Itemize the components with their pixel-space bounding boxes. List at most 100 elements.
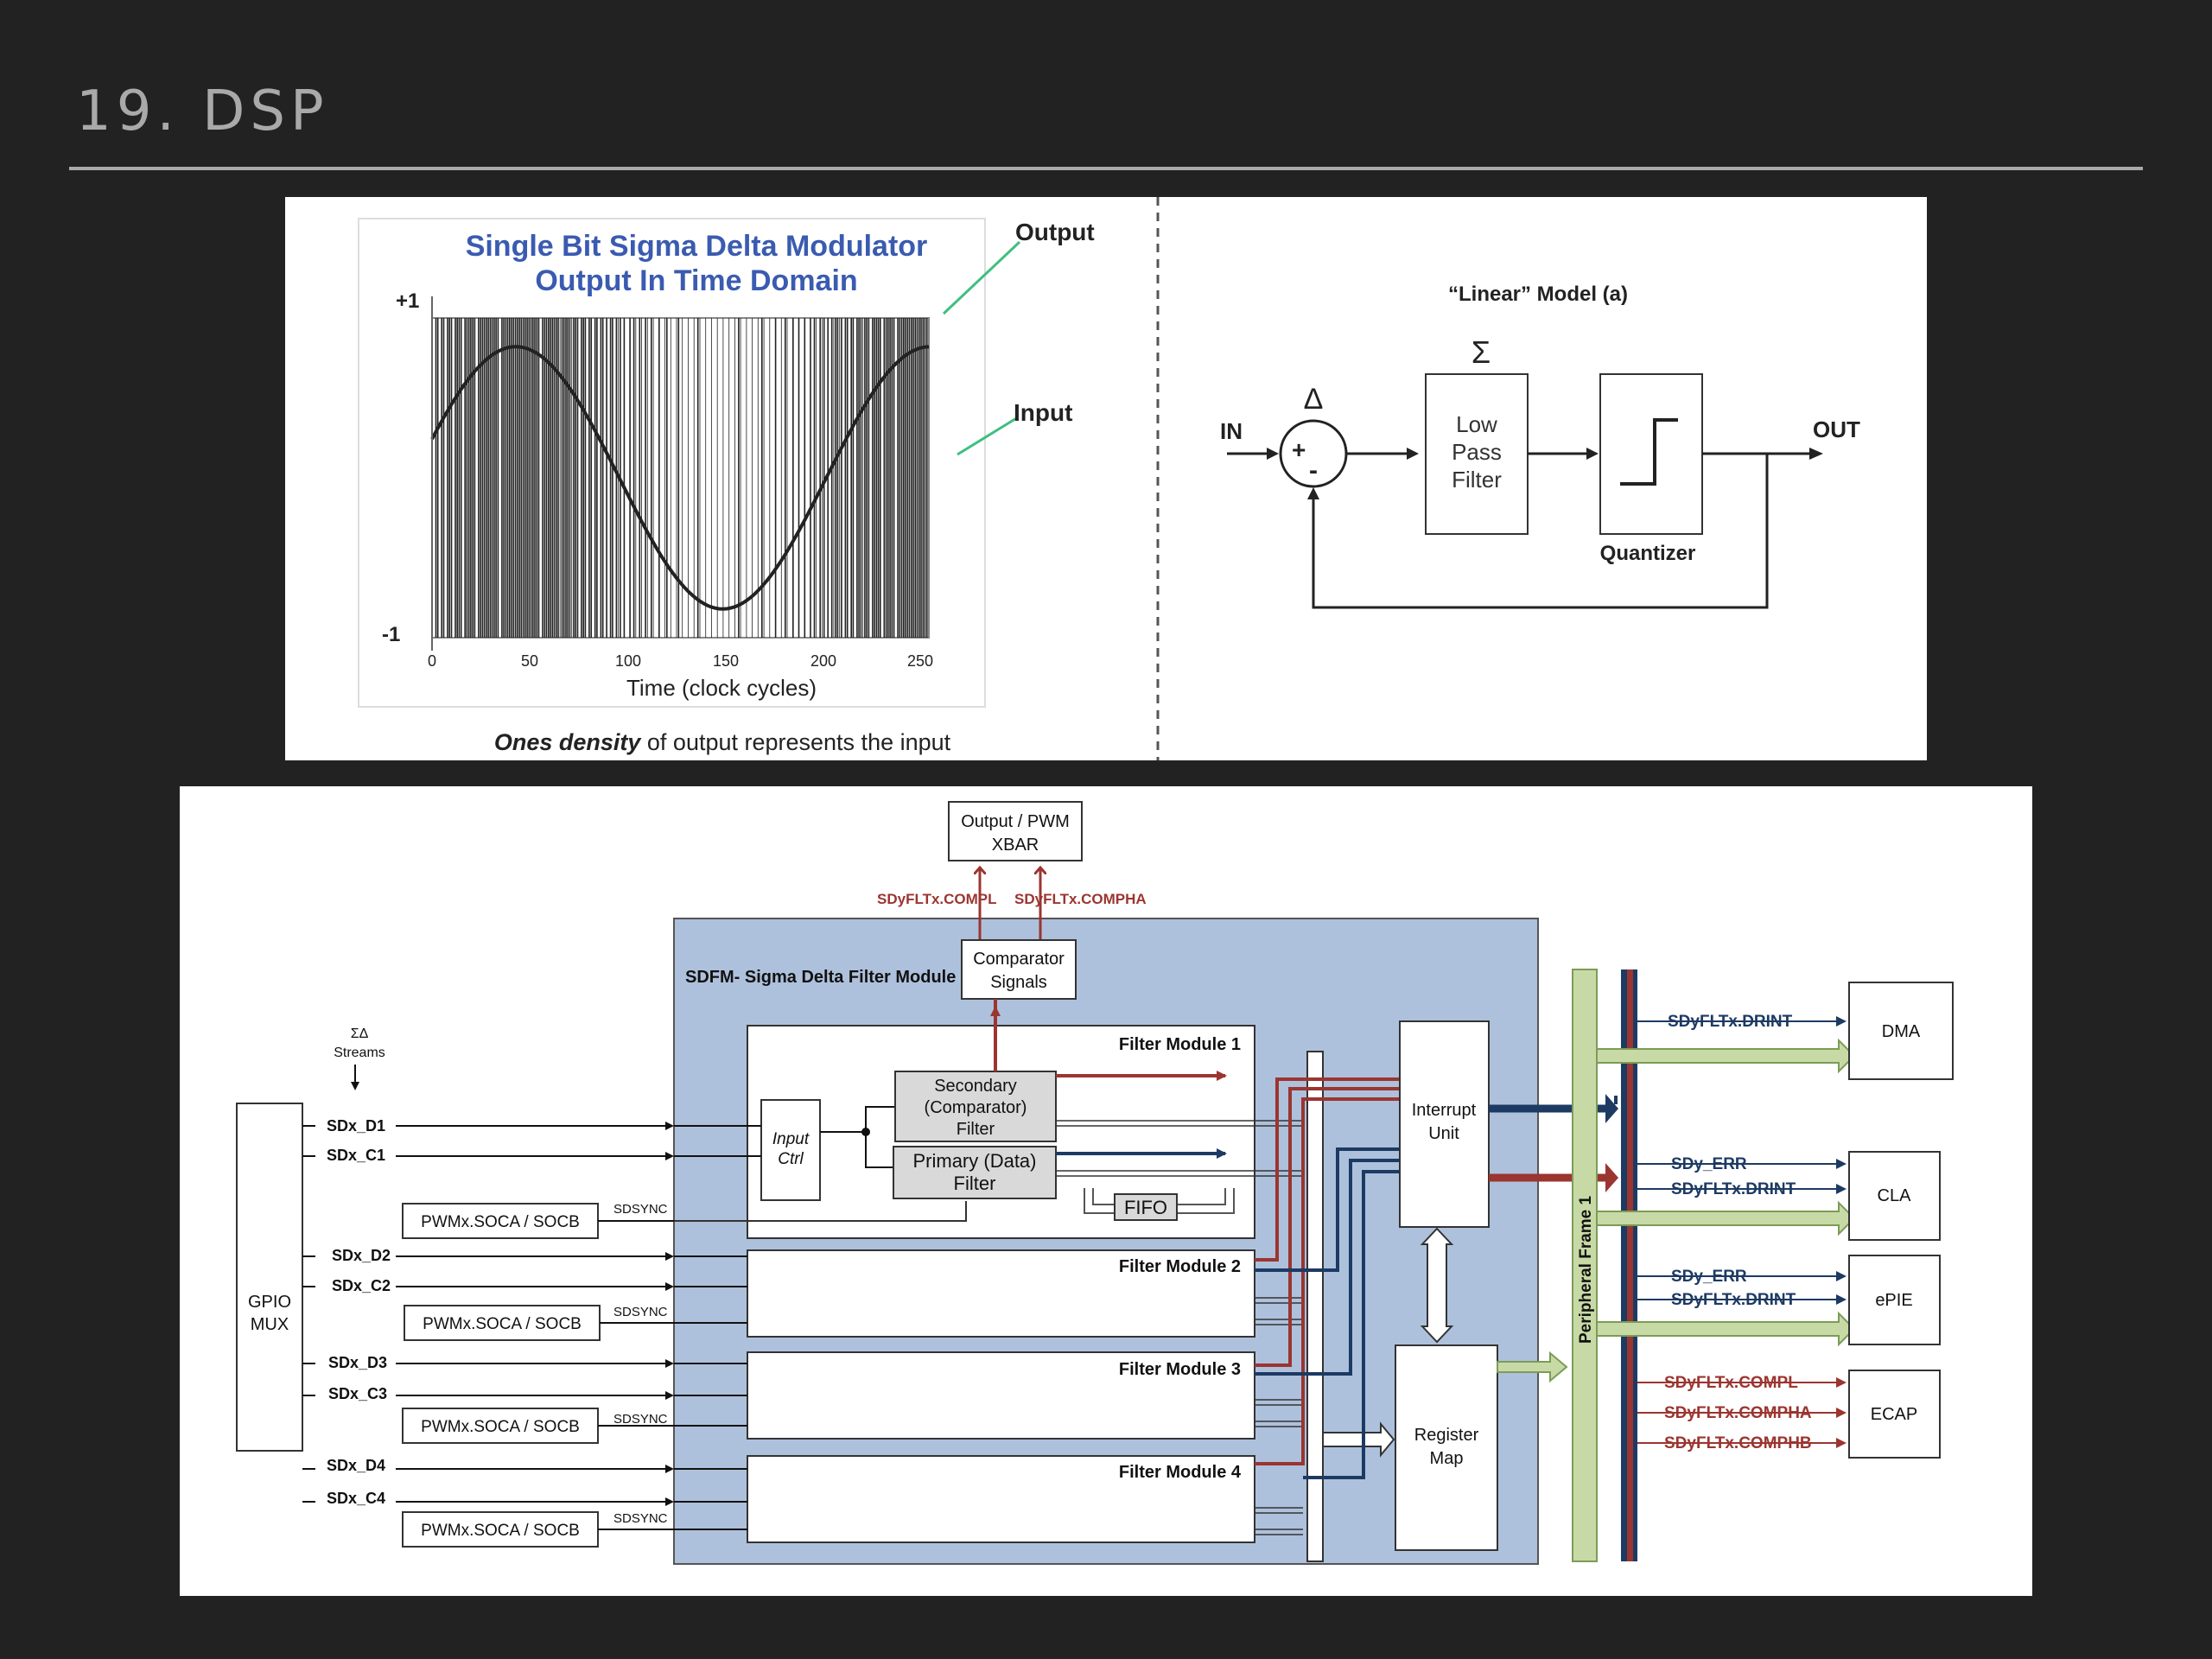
plot-area bbox=[431, 317, 930, 639]
secondary-line: Secondary bbox=[934, 1077, 1017, 1096]
quantizer-label: Quantizer bbox=[1600, 542, 1696, 565]
gpio-line: MUX bbox=[251, 1315, 289, 1334]
sd-input-lines bbox=[302, 1122, 761, 1506]
register-map-box bbox=[1395, 1344, 1498, 1551]
ecap-box bbox=[1848, 1370, 1941, 1459]
pwm-label: PWMx.SOCA / SOCB bbox=[421, 1418, 580, 1436]
output-pulse-lines bbox=[431, 318, 928, 638]
plot-caption: Ones density of output represents the in… bbox=[494, 729, 951, 755]
quantizer-block bbox=[1599, 373, 1703, 535]
minus-sign: - bbox=[1309, 456, 1318, 485]
output-xbar-box bbox=[948, 801, 1083, 861]
primary-filter-box bbox=[893, 1146, 1057, 1199]
interrupt-unit-box bbox=[1399, 1020, 1490, 1228]
filter-module-4-label: Filter Module 4 bbox=[1119, 1463, 1242, 1482]
input-callout-label: Input bbox=[1014, 399, 1072, 426]
sd-input-label: SDx_D2 bbox=[332, 1247, 391, 1264]
compha-signal-label: SDyFLTx.COMPHA bbox=[1014, 891, 1147, 907]
sigma-symbol: Σ bbox=[1471, 334, 1491, 370]
gpio-mux-box bbox=[236, 1103, 303, 1452]
filter-module-2-label: Filter Module 2 bbox=[1119, 1257, 1241, 1276]
peripheral-frame-label: Peripheral Frame 1 bbox=[1577, 1195, 1595, 1344]
input-ctrl-line: Ctrl bbox=[778, 1150, 804, 1168]
sd-input-label: SDx_C1 bbox=[327, 1147, 385, 1164]
feedback-path bbox=[1312, 454, 1769, 609]
sd-input-label: SDx_D4 bbox=[327, 1457, 385, 1474]
register-to-frame-arrow bbox=[1497, 1351, 1568, 1383]
fifo-box bbox=[1114, 1193, 1178, 1221]
epie-label: ePIE bbox=[1875, 1291, 1912, 1310]
x-tick: 50 bbox=[521, 652, 538, 670]
x-axis-ticks: 0 50 100 150 200 250 bbox=[428, 652, 933, 670]
data-interrupt-lines bbox=[1255, 1147, 1400, 1479]
x-tick: 100 bbox=[615, 652, 641, 670]
ecap-signal: SDyFLTx.COMPL bbox=[1664, 1374, 1798, 1392]
x-tick: 250 bbox=[907, 652, 933, 670]
module-output-lines bbox=[1056, 1120, 1303, 1535]
input-ctrl-line: Input bbox=[772, 1130, 810, 1148]
interrupt-register-link bbox=[1420, 1227, 1454, 1344]
comparator-interrupt-lines bbox=[1255, 1077, 1400, 1465]
filter-module-3-box bbox=[747, 1351, 1255, 1440]
epie-signal: SDyFLTx.DRINT bbox=[1671, 1291, 1796, 1309]
plus-sign: + bbox=[1292, 436, 1306, 463]
register-line: Register bbox=[1414, 1426, 1479, 1445]
delta-symbol: Δ bbox=[1304, 383, 1324, 416]
y-tick-bottom: -1 bbox=[382, 623, 400, 646]
lpf-line: Filter bbox=[1452, 467, 1502, 493]
pwm-sync-group: PWMx.SOCA / SOCB SDSYNC PWMx.SOCA / SOCB… bbox=[402, 1201, 967, 1548]
input-sine-curve bbox=[430, 345, 930, 611]
pwm-label: PWMx.SOCA / SOCB bbox=[423, 1315, 582, 1333]
sd-input-label: SDx_C3 bbox=[328, 1385, 387, 1402]
pwm-box bbox=[404, 1305, 601, 1341]
pie-bus bbox=[1621, 969, 1627, 1561]
input-ctrl-box bbox=[760, 1099, 821, 1201]
out-label: OUT bbox=[1813, 416, 1860, 442]
streams-line: ΣΔ bbox=[351, 1027, 369, 1041]
sdfm-module-title: SDFM- Sigma Delta Filter Module bbox=[685, 968, 956, 987]
x-axis-label: Time (clock cycles) bbox=[626, 675, 817, 701]
internal-bus bbox=[1306, 1051, 1324, 1562]
sdsync-label: SDSYNC bbox=[613, 1202, 668, 1217]
sdsync-label: SDSYNC bbox=[613, 1305, 668, 1319]
filter-module-1-label: Filter Module 1 bbox=[1119, 1035, 1241, 1054]
cla-signal: SDyFLTx.DRINT bbox=[1671, 1180, 1796, 1198]
plot-title-line2: Output In Time Domain bbox=[535, 264, 857, 297]
epie-box bbox=[1848, 1255, 1941, 1345]
compl-signal-label: SDyFLTx.COMPL bbox=[877, 891, 997, 907]
cla-signal: SDy_ERR bbox=[1671, 1155, 1747, 1173]
interrupt-line: Interrupt bbox=[1412, 1101, 1477, 1120]
lpf-line: Low bbox=[1456, 411, 1497, 437]
sd-input-label: SDx_C2 bbox=[332, 1277, 391, 1294]
secondary-line: Filter bbox=[957, 1120, 995, 1139]
cla-label: CLA bbox=[1878, 1186, 1912, 1205]
register-line: Map bbox=[1430, 1449, 1464, 1468]
output-xbar-line: Output / PWM bbox=[961, 812, 1070, 831]
filter-module-3-label: Filter Module 3 bbox=[1119, 1360, 1241, 1379]
sdsync-label: SDSYNC bbox=[613, 1412, 668, 1427]
comparator-line: Comparator bbox=[973, 950, 1065, 969]
ecap-bus bbox=[1627, 969, 1633, 1561]
sd-input-label: SDx_D3 bbox=[328, 1354, 387, 1371]
dma-signal: SDyFLTx.DRINT bbox=[1668, 1013, 1793, 1031]
gpio-line: GPIO bbox=[248, 1293, 291, 1312]
title-divider bbox=[69, 167, 2143, 170]
in-label: IN bbox=[1220, 418, 1243, 444]
pwm-box bbox=[402, 1408, 599, 1444]
plot-title-line1: Single Bit Sigma Delta Modulator bbox=[466, 230, 928, 263]
ecap-signal: SDyFLTx.COMPHA bbox=[1664, 1404, 1812, 1422]
fifo-label: FIFO bbox=[1124, 1197, 1167, 1218]
pwm-label: PWMx.SOCA / SOCB bbox=[421, 1213, 580, 1231]
frame-to-peripheral-arrows bbox=[1596, 1038, 1856, 1347]
secondary-line: (Comparator) bbox=[925, 1098, 1027, 1117]
output-xbar-line: XBAR bbox=[992, 836, 1039, 855]
epie-signal: SDy_ERR bbox=[1671, 1268, 1747, 1286]
ecap-label: ECAP bbox=[1871, 1405, 1917, 1424]
interrupt-line: Unit bbox=[1428, 1124, 1459, 1143]
caption-bold: Ones density bbox=[494, 729, 643, 755]
output-callout-label: Output bbox=[1015, 219, 1095, 245]
ecap-signal: SDyFLTx.COMPHB bbox=[1664, 1434, 1812, 1452]
primary-line: Filter bbox=[954, 1173, 996, 1194]
bus-to-register-arrow bbox=[1322, 1421, 1395, 1458]
caption-rest: of output represents the input bbox=[640, 729, 950, 755]
